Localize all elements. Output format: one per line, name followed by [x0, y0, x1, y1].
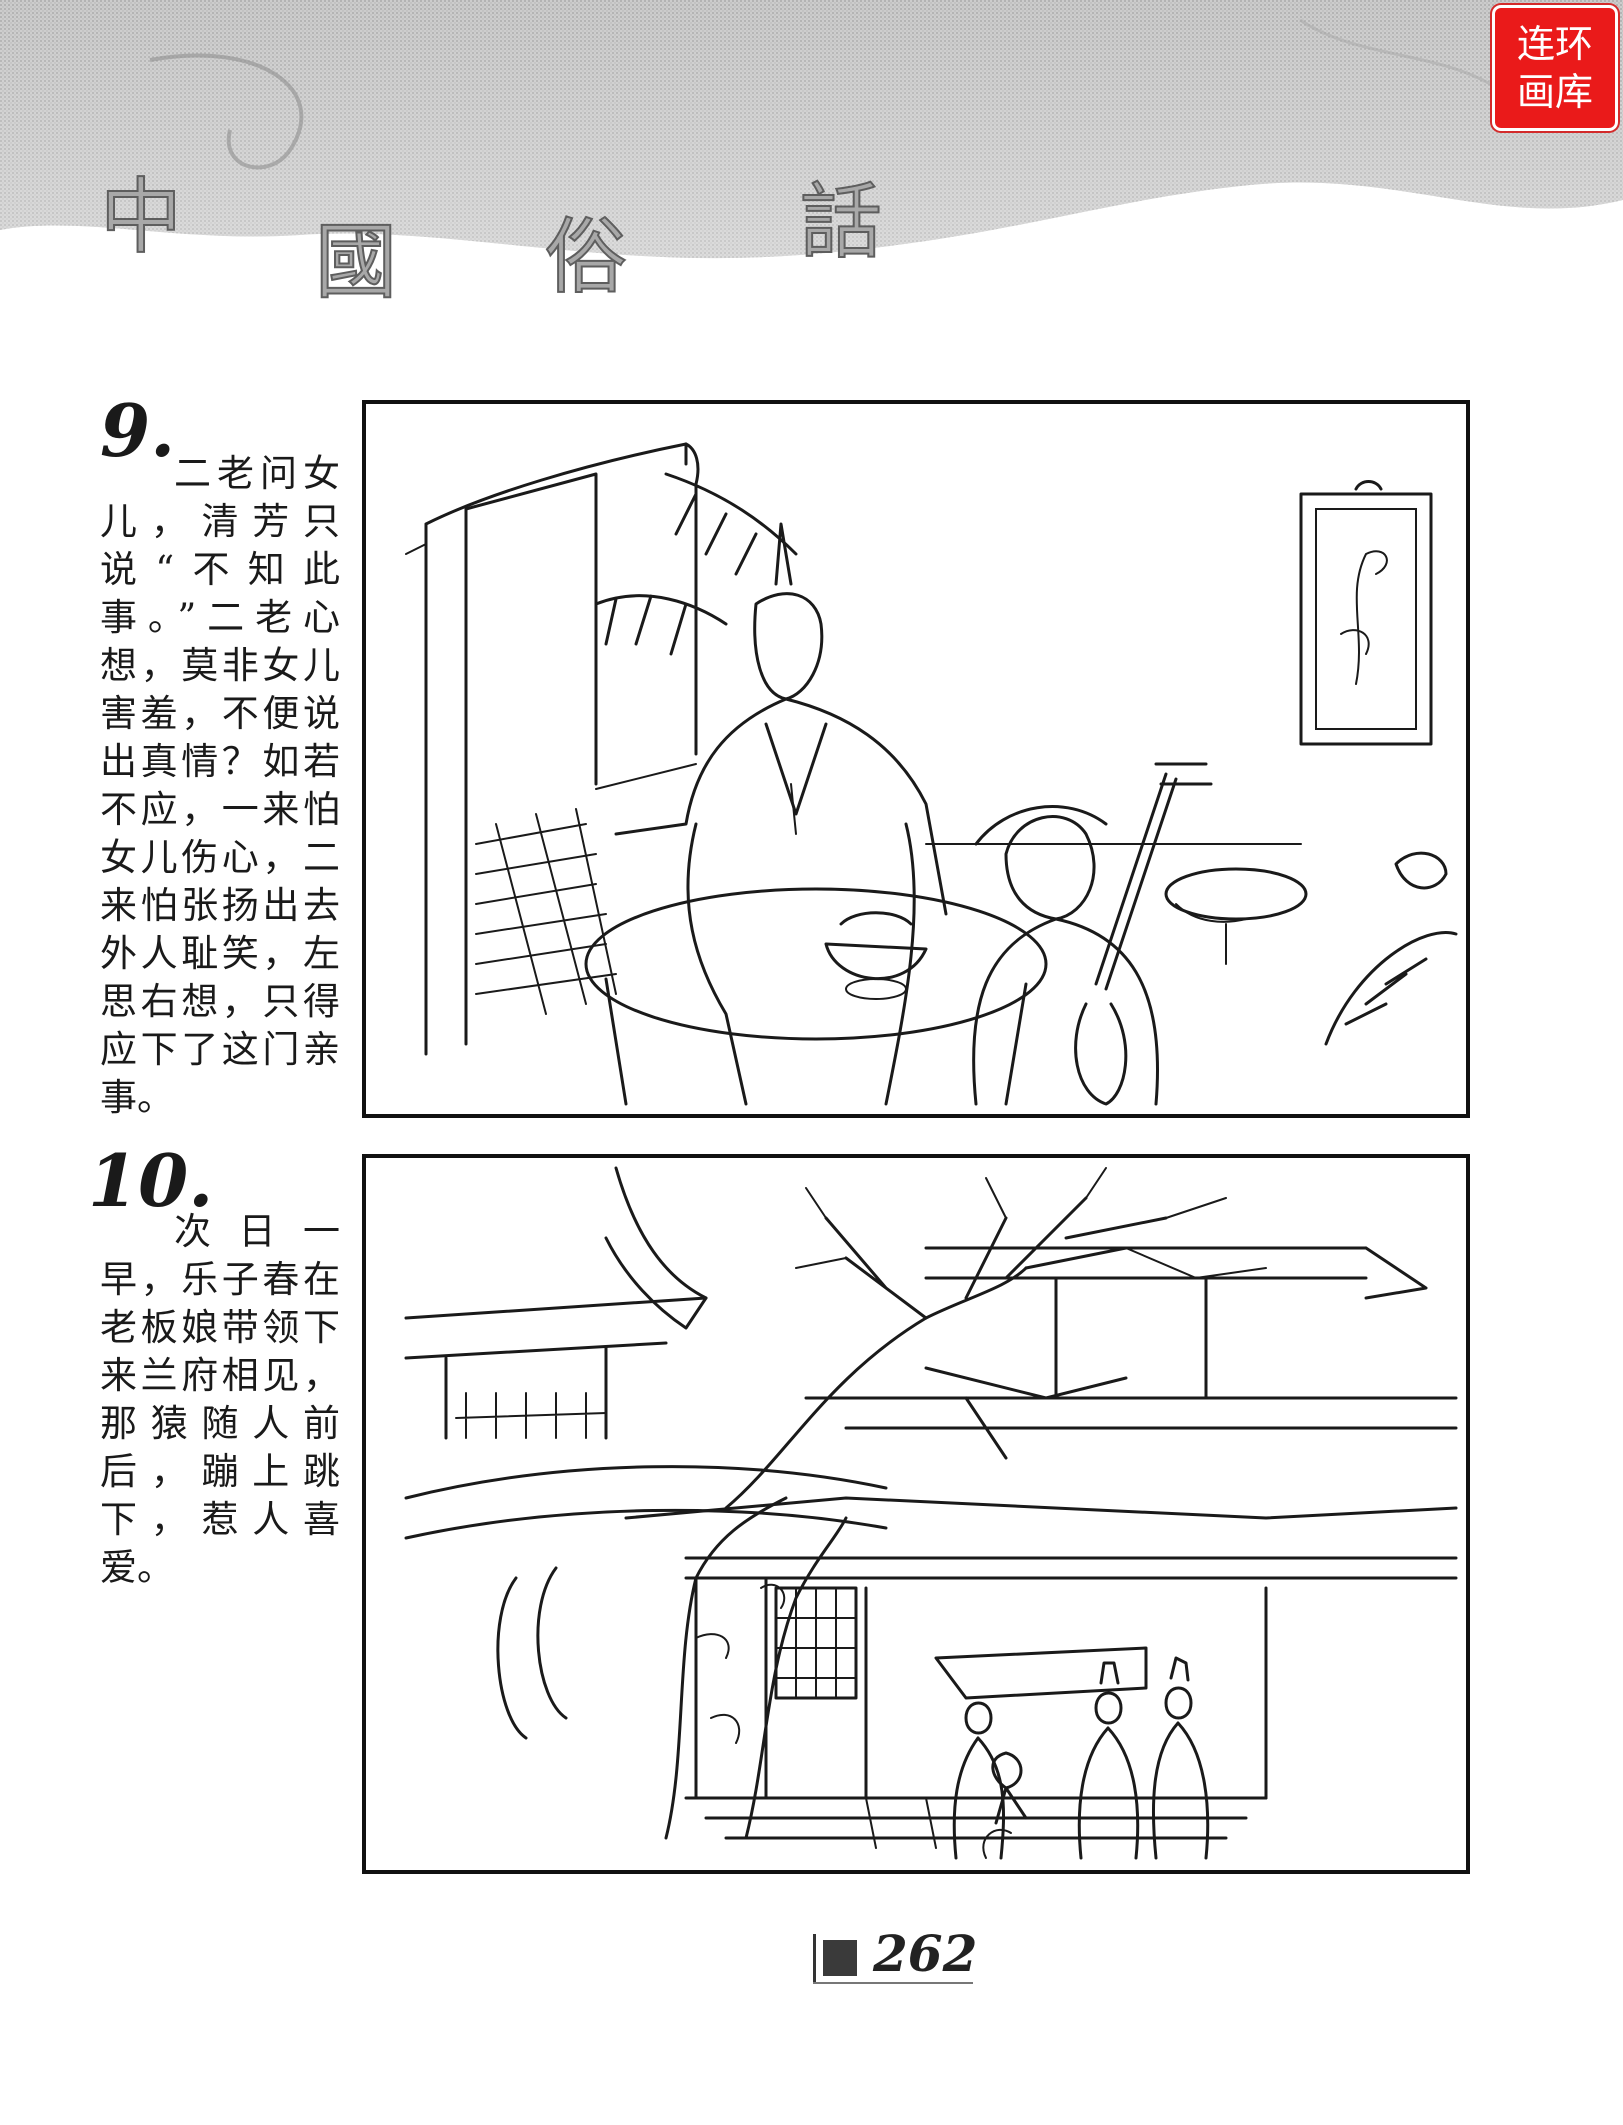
- panel-caption: 次日一早，乐子春在老板娘带领下来兰府相见，那猿随人前后，蹦上跳下，惹人喜爱。: [100, 1210, 340, 1589]
- illustration-panel-9: [362, 400, 1470, 1118]
- logo-seal: 连环 画库: [1495, 8, 1615, 128]
- banner-title-char: 中: [99, 169, 183, 266]
- illustration-drawing: [404, 1166, 1458, 1860]
- banner-title-char: 俗: [544, 209, 628, 306]
- logo-seal-line-2: 画库: [1516, 70, 1593, 114]
- logo-seal-line-1: 连环: [1516, 22, 1593, 66]
- panel-number: 9.: [100, 388, 176, 473]
- page-number: 262: [873, 1924, 978, 1983]
- illustration-drawing: [405, 442, 1458, 1106]
- panel-number: 10.: [88, 1138, 214, 1223]
- page-number-bar: [813, 1934, 816, 1982]
- panel-caption: 二老问女儿，清芳只说“不知此事。”二老心想，莫非女儿害羞，不便说出真情？如若不应…: [100, 452, 340, 1119]
- banner-title-char: 話: [799, 174, 883, 271]
- banner-title: 中 國 俗 話: [0, 0, 1623, 311]
- illustration-panel-10: [362, 1154, 1470, 1874]
- header-banner: 中 國 俗 話: [0, 0, 1623, 311]
- page-number-square-icon: [823, 1940, 857, 1976]
- banner-title-char: 國: [314, 214, 398, 311]
- page-number-rule: [813, 1982, 973, 1984]
- banner-background: [0, 0, 1623, 259]
